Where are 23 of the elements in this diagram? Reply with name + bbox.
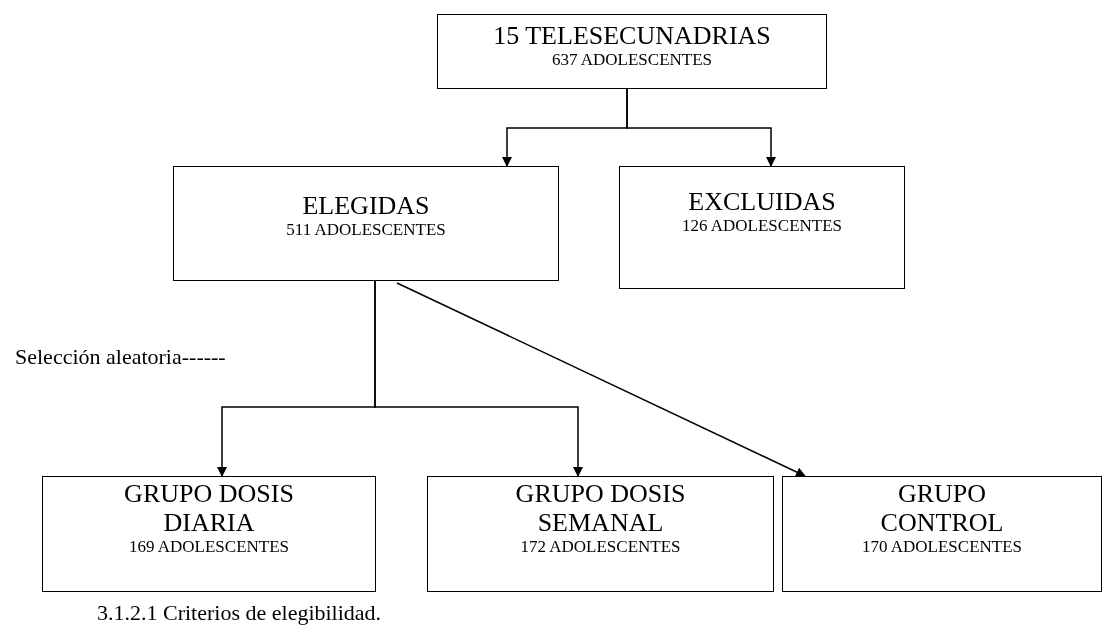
box-title: ELEGIDAS xyxy=(302,191,430,220)
process-box xyxy=(437,14,827,89)
process-box xyxy=(782,476,1102,592)
arrow xyxy=(626,88,776,167)
process-box xyxy=(42,476,376,592)
section-heading: 3.1.2.1 Criterios de elegibilidad. xyxy=(97,600,382,626)
box-count: 172 ADOLESCENTES xyxy=(519,537,682,557)
box-title: GRUPO CONTROL xyxy=(879,479,1005,537)
arrow xyxy=(374,280,583,477)
box-count: 511 ADOLESCENTES xyxy=(286,220,446,240)
box-title: 15 TELESECUNADRIAS xyxy=(493,21,771,50)
box-title: GRUPO DOSIS SEMANAL xyxy=(514,479,687,537)
process-box xyxy=(427,476,774,592)
box-count: 637 ADOLESCENTES xyxy=(551,50,713,70)
box-title: GRUPO DOSIS DIARIA xyxy=(123,479,295,537)
box-count: 169 ADOLESCENTES xyxy=(127,537,291,557)
process-box xyxy=(619,166,905,289)
process-box xyxy=(173,166,559,281)
annotation: Selección aleatoria------ xyxy=(15,344,226,370)
box-count: 126 ADOLESCENTES xyxy=(681,216,843,236)
box-title: EXCLUIDAS xyxy=(688,187,836,216)
box-count: 170 ADOLESCENTES xyxy=(860,537,1024,557)
arrow xyxy=(396,282,806,477)
